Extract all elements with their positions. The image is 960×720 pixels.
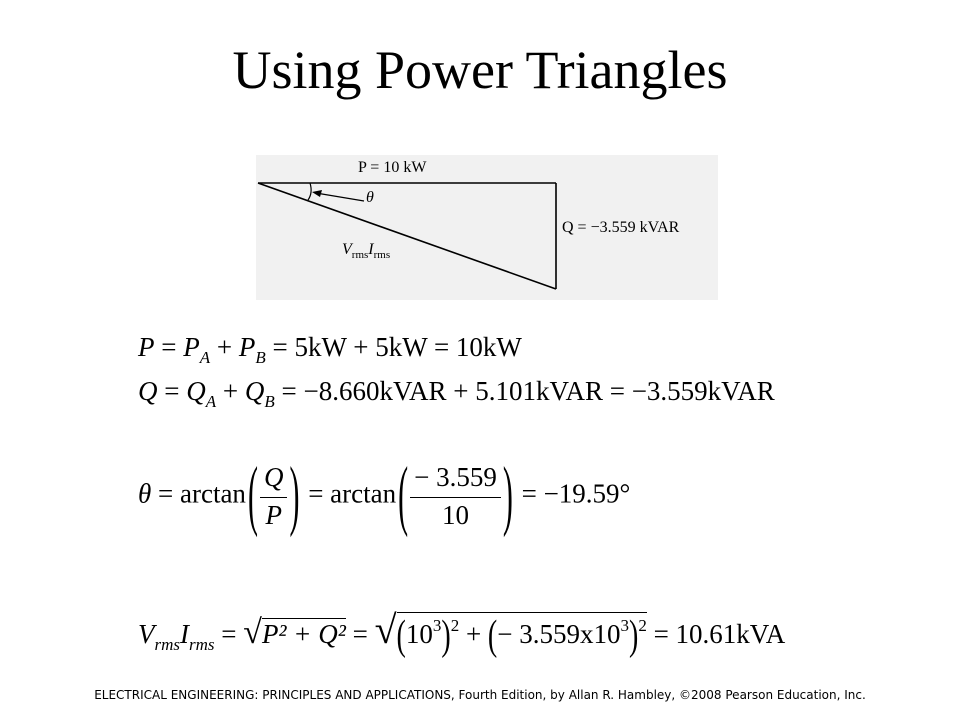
- q-label: Q = −3.559 kVAR: [562, 219, 680, 236]
- slide-footer: ELECTRICAL ENGINEERING: PRINCIPLES AND A…: [94, 688, 866, 702]
- theta-arrowhead: [312, 190, 322, 197]
- equation-apparent-power: VrmsIrms = √P² + Q² = √(103)2 + (− 3.559…: [138, 607, 786, 660]
- power-triangle-diagram: [257, 182, 557, 290]
- slide-title: Using Power Triangles: [232, 40, 728, 100]
- p-label: P = 10 kW: [358, 159, 427, 176]
- equation-p-sum: P = PA + PB = 5kW + 5kW = 10kW: [138, 332, 522, 367]
- angle-arc: [307, 182, 312, 201]
- equation-q-sum: Q = QA + QB = −8.660kVAR + 5.101kVAR = −…: [138, 376, 775, 411]
- hypotenuse-label: VrmsIrms: [342, 241, 391, 261]
- theta-arrow: [315, 192, 365, 202]
- theta-label: θ: [366, 189, 374, 206]
- radicand: (103)2 + (− 3.559x103)2: [396, 612, 647, 660]
- power-triangle-figure: P = 10 kW θ VrmsIrms Q = −3.559 kVAR: [256, 155, 718, 300]
- hypotenuse: [257, 182, 557, 290]
